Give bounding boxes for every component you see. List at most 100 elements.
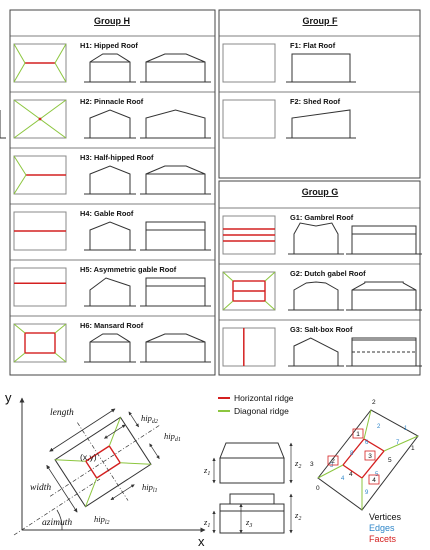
length-label: length xyxy=(50,408,74,418)
z1-top-text: z xyxy=(203,465,208,475)
roof-label-h5: H5: Asymmetric gable Roof xyxy=(80,265,177,274)
roof-label-g2: G2: Dutch gabel Roof xyxy=(290,269,366,278)
roof-row-f1: F1: Flat Roof xyxy=(219,35,420,83)
hip-d1-label: hipd1 xyxy=(164,431,181,443)
z3-bottom-label: z3 xyxy=(245,517,252,529)
elevation-profile xyxy=(351,225,417,254)
ridge-legend: Horizontal ridge Diagonal ridge xyxy=(218,393,294,416)
plan-pinnacle-point xyxy=(38,117,42,121)
roof-row-h3: H3: Half-hipped Roof xyxy=(10,147,215,195)
roof-label-g3: G3: Salt-box Roof xyxy=(290,325,353,334)
roof-label-h4: H4: Gable Roof xyxy=(80,209,134,218)
elevation-profile xyxy=(145,333,206,362)
plan-diagonal xyxy=(222,300,234,311)
plan-diagonal xyxy=(13,43,26,64)
elevation-profile xyxy=(89,333,131,362)
hip-l2-sub: l2 xyxy=(105,520,110,526)
plan-outline xyxy=(13,43,67,83)
z2-bottom-text: z xyxy=(294,510,299,520)
z3-bottom-text: z xyxy=(245,517,250,527)
elevation-profile xyxy=(351,281,417,310)
azimuth-arc xyxy=(56,509,63,531)
hip-l2-text: hip xyxy=(94,514,105,524)
plan-diagonal xyxy=(13,352,26,363)
center-axis-short xyxy=(77,422,129,501)
hip-l1-sub: l1 xyxy=(153,488,158,494)
plan-diagonal xyxy=(264,271,276,282)
roof-label-h1: H1: Hipped Roof xyxy=(80,41,138,50)
z3-bottom-sub: 3 xyxy=(248,523,252,529)
plan-diagonal xyxy=(54,323,67,334)
roof-label-g1: G1: Gambrel Roof xyxy=(290,213,354,222)
group-g-border xyxy=(218,180,421,376)
elevation-profile xyxy=(291,53,351,82)
plan-ridge xyxy=(24,332,56,354)
parameter-diagram: y x length width azimuth (x,y) hipd2 xyxy=(5,390,206,549)
edge-id-2: 2 xyxy=(377,424,381,430)
hip-d2-text: hip xyxy=(141,413,152,423)
vertex-id-1: 1 xyxy=(411,445,415,452)
rotated-footprint xyxy=(46,408,160,513)
edges-label: Edges xyxy=(369,523,395,533)
plan-diagonal xyxy=(54,43,67,64)
vertex-id-3: 3 xyxy=(310,461,314,468)
hip-l1-label: hipl1 xyxy=(142,482,158,494)
edge-id-6: 6 xyxy=(365,440,369,446)
z1-bottom-sub: 1 xyxy=(207,523,210,529)
azimuth-line xyxy=(13,478,101,536)
plan-diagonal xyxy=(13,323,26,334)
hip-d2-dimension xyxy=(104,424,126,439)
facet-id-2: 2 xyxy=(331,458,335,465)
z1-bottom-text: z xyxy=(203,517,208,527)
roof-label-f2: F2: Shed Roof xyxy=(290,97,341,106)
group-f-border xyxy=(218,9,421,179)
roof-row-h6: H6: Mansard Roof xyxy=(10,315,215,363)
facet-box xyxy=(352,428,364,439)
elevation-diagrams: z1 z2 z1 z3 z2 xyxy=(203,442,301,534)
elevation-profile xyxy=(89,53,131,82)
horizontal-ridge-label: Horizontal ridge xyxy=(234,393,294,403)
roof-row-g1: G1: Gambrel Roof xyxy=(219,207,422,255)
plan-outline xyxy=(13,323,67,363)
elevation-profile xyxy=(89,165,131,194)
hip-d2-label: hipd2 xyxy=(141,413,158,425)
facet-id-4: 4 xyxy=(372,477,376,484)
facet-id-1: 1 xyxy=(356,431,360,438)
roof-label-f1: F1: Flat Roof xyxy=(290,41,336,50)
elevation-profile xyxy=(293,281,339,310)
group-g-title: Group G xyxy=(302,187,339,197)
vertices-label: Vertices xyxy=(369,512,402,522)
plan-diagonal xyxy=(13,174,27,195)
elevation-profile xyxy=(145,165,206,194)
plan-diagonal xyxy=(54,352,67,363)
hip-l1-text: hip xyxy=(142,482,153,492)
roof-label-h6: H6: Mansard Roof xyxy=(80,321,144,330)
graph-diagonal-2 xyxy=(363,409,372,440)
facet-box xyxy=(364,450,376,461)
hip-d1-dimension xyxy=(128,411,139,428)
vertex-id-2: 2 xyxy=(372,399,376,406)
elevation-profile xyxy=(145,109,206,138)
roof-row-h4: H4: Gable Roof xyxy=(10,203,215,251)
plan-diagonal xyxy=(13,62,26,83)
z2-top-text: z xyxy=(294,458,299,468)
edge-id-4: 4 xyxy=(341,476,345,482)
width-dimension xyxy=(46,464,78,513)
center-axis-long xyxy=(49,425,160,497)
diagonal-ridge-1 xyxy=(55,459,86,462)
edge-id-8: 8 xyxy=(350,451,354,457)
edge-id-3: 3 xyxy=(330,463,334,469)
plan-outline xyxy=(222,271,276,311)
elevation-profile xyxy=(145,221,206,250)
facets-label: Facets xyxy=(369,534,397,544)
x-axis-label: x xyxy=(198,534,205,549)
z2-top-sub: 2 xyxy=(298,464,301,470)
roof-row-g2: G2: Dutch gabel Roof xyxy=(219,263,422,311)
group-f-title: Group F xyxy=(303,16,338,26)
